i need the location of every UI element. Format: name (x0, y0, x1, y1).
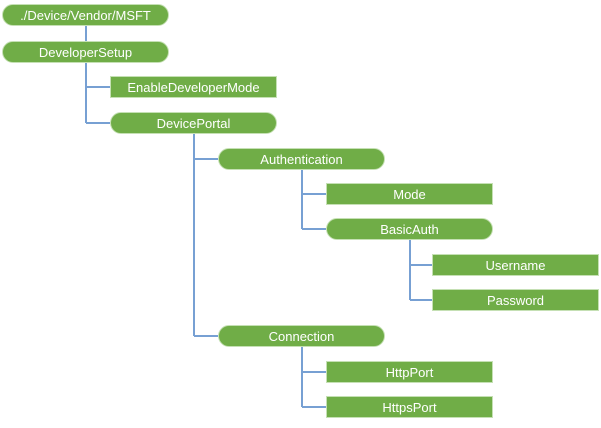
tree-node-basicauth: BasicAuth (326, 218, 493, 240)
tree-node-device-vendor-msft: ./Device/Vendor/MSFT (2, 4, 169, 26)
tree-node-enabledevelopermode: EnableDeveloperMode (110, 76, 277, 98)
tree-node-label: BasicAuth (380, 221, 439, 237)
tree-node-developersetup: DeveloperSetup (2, 41, 169, 63)
tree-node-label: Password (486, 292, 545, 308)
tree-node-label: HttpsPort (382, 399, 437, 415)
tree-node-mode: Mode (326, 183, 493, 205)
tree-node-httpport: HttpPort (326, 361, 493, 383)
tree-node-connection: Connection (218, 325, 385, 347)
tree-node-label: Username (485, 257, 546, 273)
tree-node-label: Authentication (260, 151, 343, 167)
tree-node-authentication: Authentication (218, 148, 385, 170)
tree-node-httpsport: HttpsPort (326, 396, 493, 418)
tree-node-label: Connection (268, 328, 335, 344)
tree-node-label: DevicePortal (156, 115, 231, 131)
tree-node-deviceportal: DevicePortal (110, 112, 277, 134)
tree-node-label: EnableDeveloperMode (127, 79, 260, 95)
tree-node-label: DeveloperSetup (38, 44, 133, 60)
tree-node-label: ./Device/Vendor/MSFT (20, 7, 151, 23)
connector-path (85, 26, 432, 408)
tree-node-label: Mode (393, 186, 426, 202)
tree-node-password: Password (432, 289, 599, 311)
tree-node-username: Username (432, 254, 599, 276)
tree-node-label: HttpPort (385, 364, 434, 380)
